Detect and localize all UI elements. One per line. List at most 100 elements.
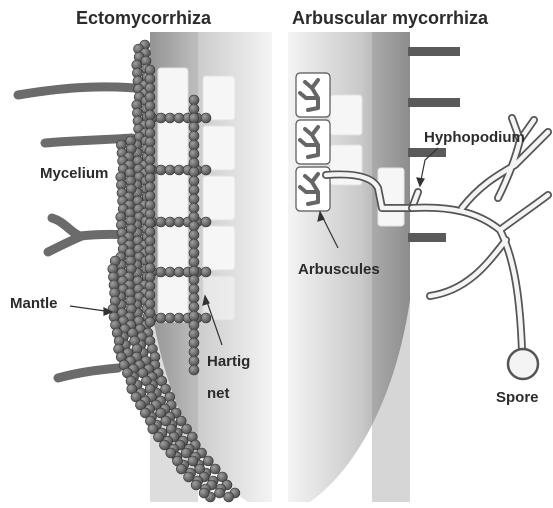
fungal-bead bbox=[189, 275, 199, 285]
fungal-bead bbox=[189, 266, 199, 276]
fungal-bead bbox=[201, 165, 211, 175]
fungal-bead bbox=[201, 267, 211, 277]
fungal-bead bbox=[145, 146, 155, 156]
fungal-bead bbox=[189, 284, 199, 294]
fungal-bead bbox=[189, 257, 199, 267]
label-arbuscules: Arbuscules bbox=[298, 261, 380, 278]
fungal-bead bbox=[174, 165, 184, 175]
title-arbuscular-mycorrhiza: Arbuscular mycorrhiza bbox=[292, 8, 489, 28]
fungal-bead bbox=[145, 128, 155, 138]
fungal-bead bbox=[201, 217, 211, 227]
fungal-bead bbox=[145, 119, 155, 129]
fungal-bead bbox=[145, 110, 155, 120]
fungal-bead bbox=[189, 320, 199, 330]
fungal-bead bbox=[189, 95, 199, 105]
fungal-bead bbox=[145, 200, 155, 210]
fungal-bead bbox=[189, 104, 199, 114]
fungal-bead bbox=[145, 155, 155, 165]
fungal-bead bbox=[189, 311, 199, 321]
fungal-bead bbox=[174, 313, 184, 323]
fungal-bead bbox=[189, 230, 199, 240]
fungal-bead bbox=[189, 329, 199, 339]
fungal-bead bbox=[224, 492, 234, 502]
fungal-bead bbox=[174, 217, 184, 227]
fungal-bead bbox=[145, 191, 155, 201]
fungal-bead bbox=[184, 472, 194, 482]
fungal-bead bbox=[156, 267, 166, 277]
fungal-bead bbox=[145, 209, 155, 219]
fungal-bead bbox=[145, 254, 155, 264]
fungal-bead bbox=[199, 488, 209, 498]
fungal-bead bbox=[165, 313, 175, 323]
fungal-bead bbox=[189, 149, 199, 159]
fungal-bead bbox=[145, 236, 155, 246]
fungal-bead bbox=[145, 308, 155, 318]
fungal-bead bbox=[174, 113, 184, 123]
fungal-bead bbox=[165, 113, 175, 123]
label-hartig: Hartig bbox=[207, 353, 250, 370]
fungal-bead bbox=[156, 313, 166, 323]
fungal-bead bbox=[160, 440, 170, 450]
fungal-bead bbox=[145, 182, 155, 192]
fungal-bead bbox=[210, 464, 220, 474]
fungal-bead bbox=[145, 74, 155, 84]
spore-icon bbox=[508, 349, 538, 379]
fungal-bead bbox=[145, 290, 155, 300]
fungal-bead bbox=[189, 356, 199, 366]
fungal-bead bbox=[145, 83, 155, 93]
label-spore: Spore bbox=[496, 389, 539, 406]
fungal-bead bbox=[145, 137, 155, 147]
fungal-bead bbox=[145, 281, 155, 291]
fungal-bead bbox=[215, 488, 225, 498]
label-mycelium: Mycelium bbox=[40, 165, 108, 182]
fungal-bead bbox=[189, 185, 199, 195]
fungal-bead bbox=[189, 167, 199, 177]
fungal-bead bbox=[189, 248, 199, 258]
label-mantle: Mantle bbox=[10, 295, 58, 312]
fungal-bead bbox=[189, 158, 199, 168]
fungal-bead bbox=[191, 480, 201, 490]
fungal-bead bbox=[189, 194, 199, 204]
fungal-bead bbox=[203, 456, 213, 466]
fungal-bead bbox=[189, 122, 199, 132]
fungal-bead bbox=[145, 299, 155, 309]
fungal-bead bbox=[145, 227, 155, 237]
fungal-bead bbox=[189, 140, 199, 150]
fungal-bead bbox=[201, 313, 211, 323]
fungal-bead bbox=[189, 365, 199, 375]
title-ectomycorrhiza: Ectomycorrhiza bbox=[76, 8, 212, 28]
fungal-bead bbox=[145, 263, 155, 273]
fungal-bead bbox=[189, 338, 199, 348]
label-net: net bbox=[207, 385, 230, 402]
fungal-bead bbox=[145, 101, 155, 111]
fungal-bead bbox=[201, 113, 211, 123]
fungal-bead bbox=[145, 245, 155, 255]
fungal-bead bbox=[145, 65, 155, 75]
fungal-bead bbox=[188, 456, 198, 466]
fungal-bead bbox=[165, 267, 175, 277]
fungal-bead bbox=[165, 165, 175, 175]
fungal-bead bbox=[189, 293, 199, 303]
fungal-bead bbox=[189, 347, 199, 357]
fungal-bead bbox=[156, 217, 166, 227]
fungal-bead bbox=[145, 173, 155, 183]
fungal-bead bbox=[174, 267, 184, 277]
fungal-bead bbox=[189, 239, 199, 249]
fungal-bead bbox=[176, 464, 186, 474]
fungal-bead bbox=[189, 176, 199, 186]
fungal-bead bbox=[181, 448, 191, 458]
fungal-bead bbox=[145, 92, 155, 102]
fungal-bead bbox=[189, 212, 199, 222]
fungal-bead bbox=[145, 272, 155, 282]
fungal-bead bbox=[145, 317, 155, 327]
fungal-bead bbox=[189, 131, 199, 141]
fungal-bead bbox=[165, 217, 175, 227]
fungal-bead bbox=[189, 203, 199, 213]
fungal-bead bbox=[145, 218, 155, 228]
label-hyphopodium: Hyphopodium bbox=[424, 129, 525, 146]
fungal-bead bbox=[189, 113, 199, 123]
fungal-bead bbox=[166, 448, 176, 458]
fungal-bead bbox=[156, 165, 166, 175]
fungal-bead bbox=[145, 164, 155, 174]
